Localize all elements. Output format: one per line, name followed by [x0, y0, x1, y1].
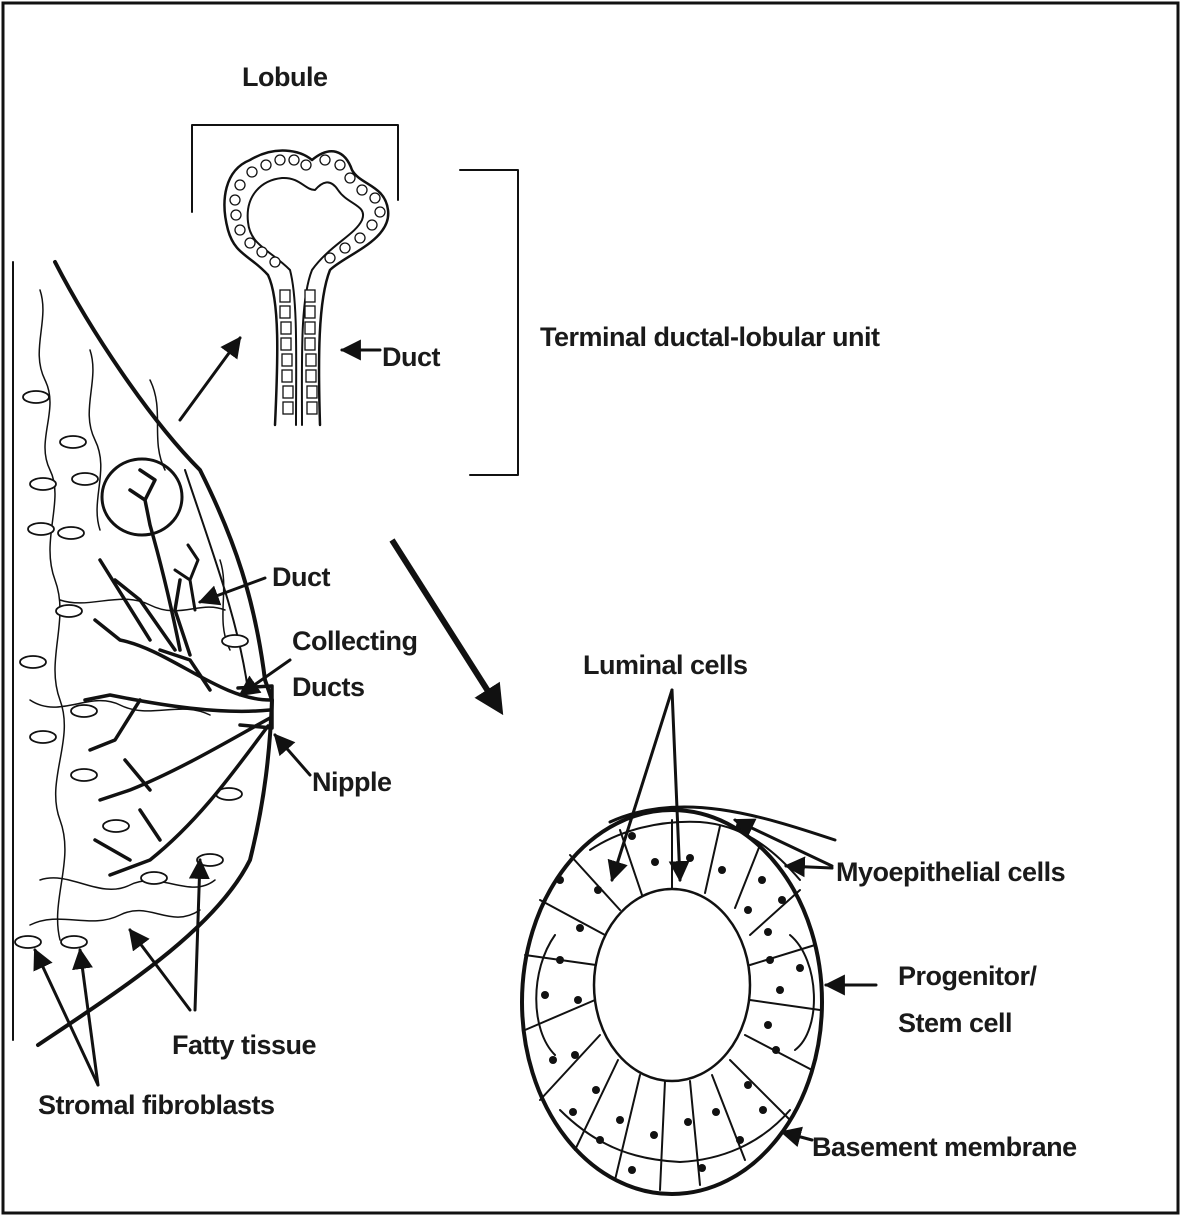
arrow-myoepithelial — [786, 866, 832, 868]
lumen — [594, 889, 750, 1081]
label-ducts: Ducts — [292, 672, 365, 702]
label-collecting: Collecting — [292, 626, 418, 656]
label-duct-top: Duct — [382, 342, 441, 372]
label-basement-membrane: Basement membrane — [812, 1132, 1077, 1162]
label-myoepithelial-cells: Myoepithelial cells — [836, 857, 1065, 887]
label-luminal-cells: Luminal cells — [583, 650, 748, 680]
label-stromal-fibroblasts: Stromal fibroblasts — [38, 1090, 275, 1120]
label-duct-breast: Duct — [272, 562, 331, 592]
label-stem-cell: Stem cell — [898, 1008, 1012, 1038]
label-fatty-tissue: Fatty tissue — [172, 1030, 317, 1060]
label-progenitor: Progenitor/ — [898, 961, 1038, 991]
label-lobule: Lobule — [242, 62, 328, 92]
label-tdlu: Terminal ductal-lobular unit — [540, 322, 880, 352]
label-nipple: Nipple — [312, 767, 392, 797]
